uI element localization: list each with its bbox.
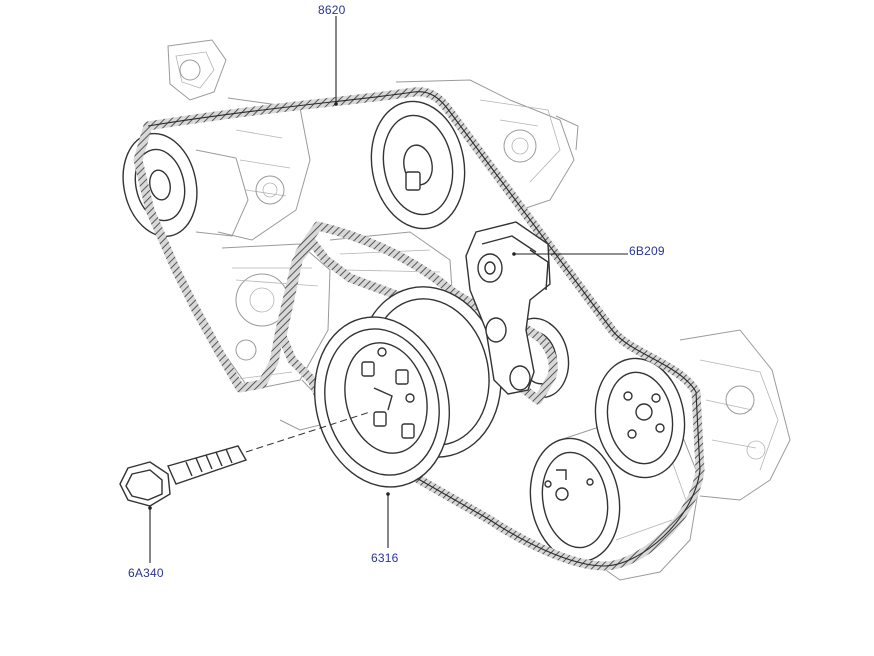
callout-tensioner-label: 6B209 [629,244,665,258]
lower-right-accessory-pulley [529,437,621,563]
crank-pulley-bolt-6A340 [119,411,371,507]
callout-belt-label: 8620 [318,3,346,17]
callout-leaders [148,16,628,563]
belt-outer-edge [147,91,701,567]
crankshaft-pulley-6316 [313,286,502,488]
callout-crank-pulley-label: 6316 [371,551,399,565]
alternator-pulley [122,132,249,238]
callout-bolt-label: 6A340 [128,566,164,580]
water-pump-pulley [370,100,466,230]
belt-tensioner-6B209 [465,221,551,395]
upper-right-accessory-pulley [594,357,686,479]
